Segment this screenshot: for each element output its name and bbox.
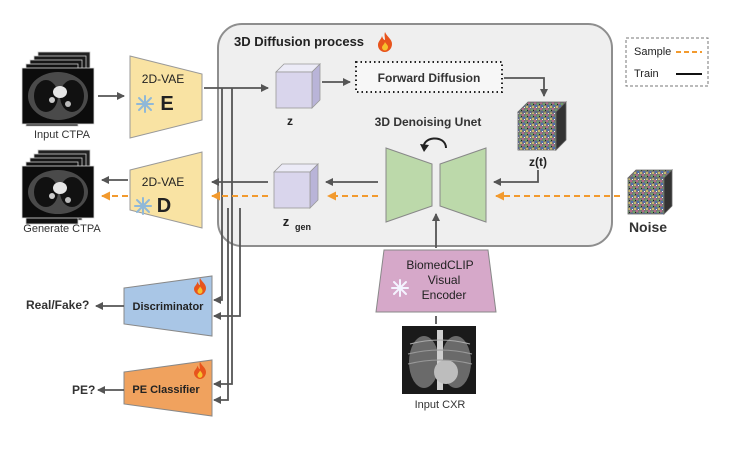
noisy-latent-zt-cube: [517, 101, 567, 151]
vae-decoder-label: 2D-VAE: [142, 175, 184, 189]
arrow-forward-diffusion-to-zt: [504, 77, 548, 97]
pe-classifier-block: [123, 359, 213, 417]
generate-ctpa-stack: [21, 149, 95, 225]
latent-zgen-subscript: gen: [295, 222, 311, 232]
generate-ctpa-caption: Generate CTPA: [23, 223, 101, 235]
latent-zgen-cube: [273, 163, 319, 209]
flame-icon: [194, 278, 206, 295]
unet-encoder-half: [385, 147, 433, 223]
vae-encoder-block: [129, 55, 203, 139]
arrow-to-classifier-b: [213, 208, 229, 404]
discriminator-label: Discriminator: [133, 301, 205, 313]
flame-icon: [194, 362, 206, 379]
snowflake-icon: [391, 279, 409, 297]
biomedclip-encoder-block: [375, 249, 497, 313]
arrow-to-discriminator-b: [213, 208, 241, 320]
forward-diffusion-box: [355, 61, 503, 93]
input-ctpa-stack: [21, 51, 95, 127]
biomedclip-line1: BiomedCLIP: [406, 258, 473, 272]
unet-decoder-half: [439, 147, 487, 223]
pe-classifier-output: PE?: [72, 383, 95, 397]
vae-encoder-label: 2D-VAE: [142, 72, 184, 86]
biomedclip-line2: Visual: [428, 273, 460, 287]
legend-train-label: Train: [634, 68, 659, 80]
noisy-latent-zt-label: z(t): [529, 155, 547, 169]
unet-loop-arrowhead: [420, 144, 429, 152]
snowflake-icon: [136, 95, 154, 113]
train-arrows: [95, 77, 548, 404]
discriminator-block: [123, 275, 213, 337]
input-ctpa-caption: Input CTPA: [34, 129, 91, 141]
latent-z-label: z: [287, 114, 293, 128]
legend-box: [625, 37, 709, 87]
pe-classifier-label: PE Classifier: [132, 384, 200, 396]
snowflake-icon: [134, 197, 152, 215]
vae-decoder-block: [129, 151, 203, 229]
arrow-to-classifier-a: [213, 88, 233, 388]
vae-decoder-letter: D: [157, 195, 171, 217]
vae-encoder-letter: E: [160, 93, 173, 115]
arrow-zt-to-unet: [493, 170, 539, 186]
forward-diffusion-label: Forward Diffusion: [378, 71, 481, 85]
discriminator-output: Real/Fake?: [26, 298, 89, 312]
input-cxr-caption: Input CXR: [415, 399, 466, 411]
noise-cube: [627, 169, 673, 215]
latent-z-cube: [275, 63, 321, 109]
input-cxr-image: [402, 326, 476, 394]
flame-icon: [378, 32, 392, 52]
noise-label: Noise: [629, 219, 667, 235]
unet-label: 3D Denoising Unet: [375, 115, 482, 129]
diffusion-process-title: 3D Diffusion process: [234, 34, 364, 49]
biomedclip-line3: Encoder: [422, 288, 467, 302]
legend-sample-label: Sample: [634, 46, 671, 58]
arrow-to-discriminator-a: [213, 88, 223, 304]
latent-zgen-label: z: [283, 214, 290, 229]
